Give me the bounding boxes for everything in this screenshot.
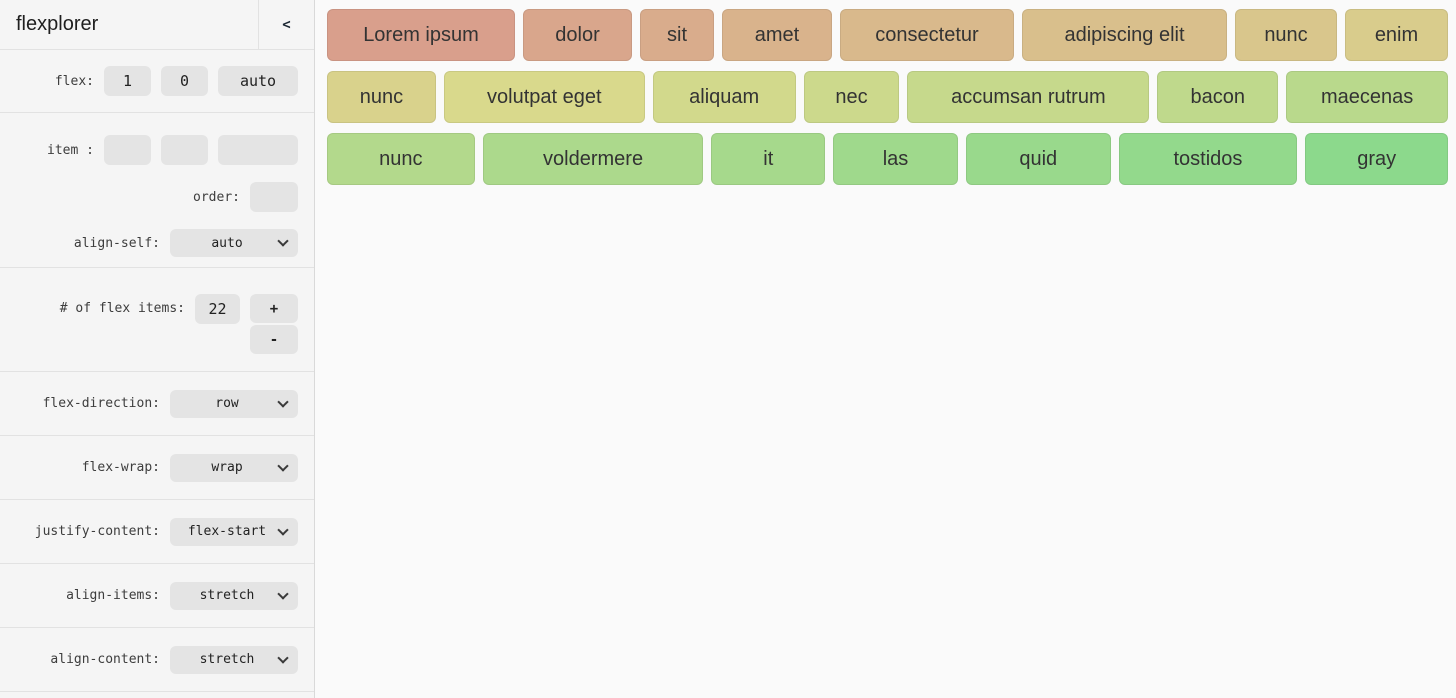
align-items-row: align-items: stretch [0,564,314,628]
flex-item[interactable]: tostidos [1118,133,1298,185]
flex-item[interactable]: enim [1345,9,1448,61]
order-label: order: [193,189,240,205]
align-self-select-control[interactable]: auto [170,229,298,257]
order-input[interactable] [250,182,298,212]
flex-item[interactable]: bacon [1157,71,1279,123]
align-content-row: align-content: stretch [0,628,314,692]
align-items-select[interactable]: stretch [170,581,298,610]
item-basis-input[interactable] [218,135,298,165]
align-self-select[interactable]: auto [170,229,298,257]
item-count-label: # of flex items: [59,301,185,316]
flex-item[interactable]: sit [640,9,714,61]
item-count-section: # of flex items: + - [0,268,314,372]
selected-item-section: item : order: align-self: auto [0,113,314,268]
align-self-row: align-self: auto [0,229,298,257]
flex-item[interactable]: quid [965,133,1111,185]
flex-shorthand-section: flex: [0,50,314,113]
flex-item[interactable]: consectetur [840,9,1014,61]
flex-wrap-label: flex-wrap: [81,460,160,475]
flex-item[interactable]: aliquam [652,71,796,123]
flex-item[interactable]: accumsan rutrum [907,71,1150,123]
align-content-select-control[interactable]: stretch [170,645,298,674]
item-shrink-input[interactable] [161,135,208,165]
flex-item[interactable]: amet [722,9,832,61]
item-count-steppers: + - [250,294,298,354]
flex-item[interactable]: dolor [523,9,632,61]
item-grow-input[interactable] [104,135,151,165]
flex-label: flex: [54,73,94,89]
flex-basis-input[interactable] [218,66,298,96]
align-content-label: align-content: [50,652,160,667]
flex-item[interactable]: voldermere [482,133,704,185]
justify-content-row: justify-content: flex-start [0,500,314,564]
flex-item[interactable]: volutpat eget [443,71,645,123]
sidebar-header: flexplorer < [0,0,314,50]
flex-item[interactable]: maecenas [1286,71,1449,123]
align-items-label: align-items: [66,588,160,603]
flex-wrap-row: flex-wrap: wrap [0,436,314,500]
justify-content-label: justify-content: [34,524,160,539]
flex-item[interactable]: nunc [327,133,475,185]
flex-item[interactable]: nec [803,71,900,123]
align-content-select[interactable]: stretch [170,645,298,674]
app-title: flexplorer [16,13,99,35]
flex-item[interactable]: las [833,133,958,185]
flex-direction-select[interactable]: row [170,389,298,418]
add-item-button[interactable]: + [250,294,298,323]
remove-item-button[interactable]: - [250,325,298,354]
flex-wrap-select[interactable]: wrap [170,453,298,482]
collapse-sidebar-button[interactable]: < [258,0,314,49]
flex-grow-input[interactable] [104,66,151,96]
item-count-input[interactable] [195,294,240,324]
flex-direction-row: flex-direction: row [0,372,314,436]
flex-item[interactable]: gray [1305,133,1449,185]
flex-item[interactable]: nunc [327,71,436,123]
flex-direction-label: flex-direction: [42,396,160,411]
item-flex-row: item : [0,113,298,165]
order-row: order: [0,182,298,212]
align-items-select-control[interactable]: stretch [170,581,298,610]
flex-shrink-input[interactable] [161,66,208,96]
flex-item[interactable]: Lorem ipsum [327,9,515,61]
flex-item[interactable]: it [711,133,826,185]
align-self-label: align-self: [73,235,160,251]
flex-item[interactable]: nunc [1235,9,1337,61]
flex-direction-select-control[interactable]: row [170,389,298,418]
flex-item[interactable]: adipiscing elit [1022,9,1227,61]
sidebar: flexplorer < flex: item : order: align-s… [0,0,315,698]
justify-content-select-control[interactable]: flex-start [170,517,298,546]
justify-content-select[interactable]: flex-start [170,517,298,546]
flex-wrap-select-control[interactable]: wrap [170,453,298,482]
item-label: item : [47,142,94,158]
